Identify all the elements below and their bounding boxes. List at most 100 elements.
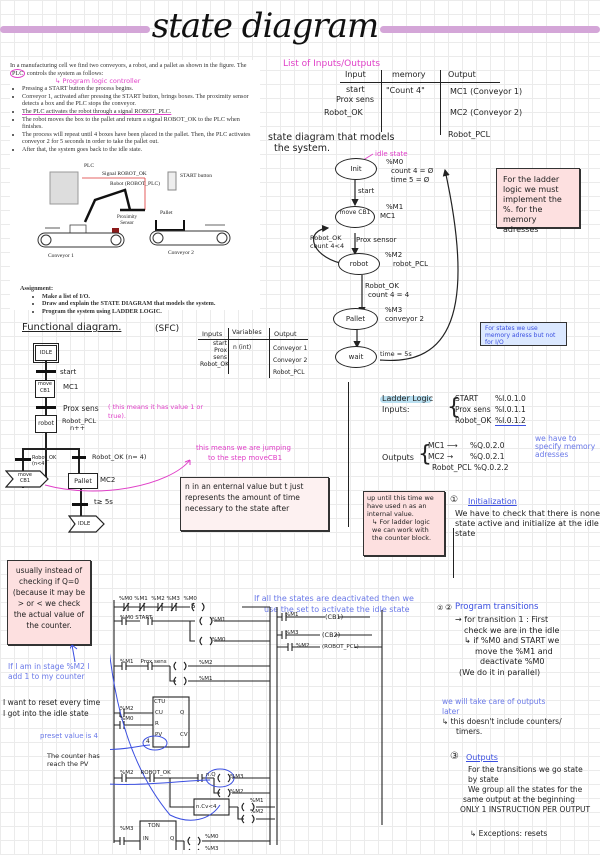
reach-note: The counter has reach the PV	[47, 752, 100, 768]
sfc-col-inputs: Inputs	[202, 330, 223, 338]
sfc-jump-move	[5, 470, 49, 488]
output-rung-coil: (ROBOT_PCL)	[322, 644, 359, 650]
fig-label-robot-plc: Robot (ROBOT_PLC)	[110, 181, 160, 187]
plc-annotation: ↳ Program logic controller	[55, 77, 141, 86]
transition-start: start	[358, 187, 375, 195]
ton-q: Q	[170, 836, 175, 842]
plc-cabinet-icon	[49, 171, 79, 205]
sfc-jump-idle	[68, 515, 105, 533]
io-output: Robot_PCL	[448, 130, 491, 139]
ladder-output-row: MC1 ⟶%Q.0.2.0	[428, 441, 505, 450]
rung6-compare: n.Cv<4	[196, 804, 217, 810]
memory-address-note: we have to specify memory adresses	[535, 434, 596, 459]
fig-label-conveyor-1: Conveyor 1	[48, 253, 74, 259]
io-input: start	[346, 85, 365, 94]
ladder-logic-highlight	[380, 396, 432, 403]
reset-note: I want to reset every time I got into th…	[3, 698, 101, 718]
section-3-number: ③	[450, 751, 459, 762]
outputs-later-detail: ↳ this doesn't include counters/timers.	[442, 717, 562, 736]
sfc-action-pallet: MC2	[100, 476, 116, 484]
sfc-step-pallet: Pallet	[68, 473, 98, 489]
assignment-document: In a manufacturing cell we find two conv…	[10, 60, 260, 315]
idle-state-note: idle state	[375, 150, 408, 158]
sfc-label: (SFC)	[155, 324, 180, 334]
sfc-col-output: Output	[274, 330, 297, 338]
transition-prox: Prox sensor	[356, 236, 397, 244]
output-rung-coil: (CB1)	[325, 613, 344, 621]
fig-label-conveyor-2: Conveyor 2	[168, 250, 194, 256]
process-steps: Pressing a START button the process begi…	[10, 85, 260, 153]
fig-label-plc: PLC	[84, 163, 95, 169]
rung1-contacts: %M0 %M1 %M2 %M3 %M0	[119, 596, 197, 602]
fig-label-pallet: Pallet	[160, 210, 173, 216]
process-step: After that, the system goes back to the …	[22, 146, 260, 154]
ton-in: IN	[143, 836, 149, 842]
inputs-brace: {	[447, 395, 461, 420]
rung3-coils: %M2%M1	[199, 660, 213, 682]
output-rung-contact: %M3	[285, 630, 299, 636]
io-col-output: Output	[448, 70, 476, 79]
jump-note-arrow	[44, 459, 191, 492]
sfc-prox-note: ( this means it has value 1 or true).	[108, 403, 204, 420]
io-col-input: Input	[345, 70, 366, 79]
ladder-output-row: MC2 →%Q.0.2.1	[428, 452, 505, 461]
process-step: Conveyor 1, activated after pressing the…	[22, 93, 260, 108]
process-step: Pressing a START button the process begi…	[22, 85, 260, 93]
ladder-diagram	[110, 600, 383, 850]
rung2-contacts: %M0 START	[120, 615, 153, 621]
title-underline-right	[380, 26, 600, 33]
outputs-brace: {	[418, 442, 432, 467]
process-step: The process will repeat until 4 boxes ha…	[22, 131, 260, 146]
io-output: MC1 (Conveyor 1)	[450, 87, 523, 96]
ctu-outputs: Q CV	[180, 710, 188, 738]
assignment-item: Make a list of I/O.	[42, 293, 260, 301]
state-pallet: Pallet	[333, 308, 378, 330]
sfc-variable: n (int)	[233, 344, 252, 351]
transition-time: time = 5s	[380, 350, 412, 358]
state-move-cb1: move CB1	[335, 206, 375, 228]
sfc-step-idle: IDLE	[33, 343, 59, 363]
io-col-memory: memory	[392, 70, 426, 79]
sfc-step-robot: robot	[35, 415, 57, 433]
io-list-heading: List of Inputs/Outputs	[283, 59, 381, 69]
title-underline-left	[0, 26, 150, 33]
pallet-icon	[155, 220, 185, 231]
set-note: If all the states are deactivated then w…	[254, 594, 414, 614]
ton-in-contact: %M3	[120, 826, 134, 832]
ladder-output-row: Robot_PCL%Q.0.2.2	[432, 463, 509, 472]
note-ladder-memory: For the ladder logic we must implement t…	[496, 168, 580, 234]
section-1-number: ①	[450, 495, 459, 505]
section-3-title: Outputs	[466, 753, 498, 762]
rung5-coils: %M3%M2	[230, 774, 244, 795]
process-step: The PLC activates the robot through a si…	[22, 108, 260, 116]
fig-label-proximity: Proximity Sensor	[116, 215, 137, 226]
sfc-action-move: MC1	[63, 383, 79, 391]
output-rung-contact: %M1	[285, 612, 299, 618]
output-rung-coil: (CB2)	[322, 631, 341, 639]
ladder-input-row: START%I.0.1.0	[455, 394, 526, 403]
io-memory: "Count 4"	[386, 86, 425, 95]
assignment-item: Draw and explain the STATE DIAGRAM that …	[42, 300, 260, 308]
note-counter-block: up until this time we have used n as an …	[363, 491, 445, 556]
assignment-item: Program the system using LADDER LOGIC.	[42, 308, 260, 316]
intro-paragraph: In a manufacturing cell we find two conv…	[10, 62, 247, 78]
ctu-preset-value: 4	[146, 738, 150, 745]
note-n-internal: n in an enternal value but t just repres…	[180, 477, 329, 531]
section-1-title: Initialization	[468, 497, 517, 506]
io-output: MC2 (Conveyor 2)	[450, 108, 523, 117]
sfc-transition-prox: Prox sens	[63, 404, 99, 413]
ctu-name: CTU	[154, 699, 166, 705]
sfc-step-move: move CB1	[35, 380, 55, 398]
ton-coils: %M0%M3	[205, 834, 219, 852]
state-robot: robot	[338, 253, 380, 275]
box-icon	[69, 224, 87, 234]
